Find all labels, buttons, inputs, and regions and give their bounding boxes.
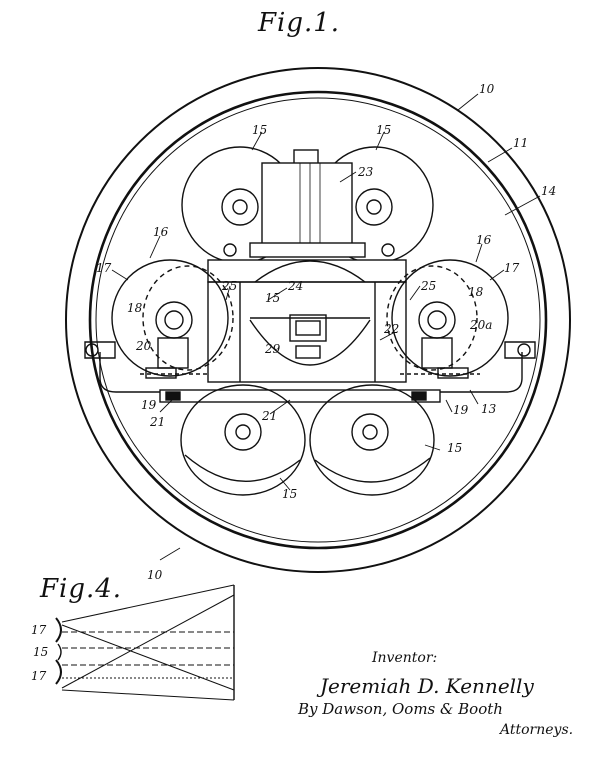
fig1-title: Fig.1. bbox=[258, 8, 340, 38]
label-22: 22 bbox=[383, 322, 399, 336]
label-24: 24 bbox=[287, 279, 303, 293]
label-15-e: 15 bbox=[282, 487, 297, 501]
label-17-left: 17 bbox=[96, 261, 112, 275]
label-18-right: 18 bbox=[468, 285, 484, 299]
fig4-label-17-top: 17 bbox=[31, 623, 47, 637]
label-15-c: 15 bbox=[265, 291, 280, 305]
label-13: 13 bbox=[481, 402, 497, 416]
label-20: 20 bbox=[135, 339, 152, 353]
label-29: 29 bbox=[264, 342, 281, 356]
label-21-mid: 21 bbox=[261, 409, 277, 423]
label-21-left: 21 bbox=[149, 415, 165, 429]
label-25-right: 25 bbox=[420, 279, 436, 293]
label-15-b: 15 bbox=[376, 123, 391, 137]
fig4-title: Fig.4. bbox=[40, 574, 122, 604]
attorneys-label: Attorneys. bbox=[500, 722, 573, 738]
fig4-label-15: 15 bbox=[33, 645, 48, 659]
label-25-left: 25 bbox=[221, 279, 237, 293]
label-23: 23 bbox=[357, 165, 374, 179]
label-19-right: 19 bbox=[453, 403, 469, 417]
label-19-left: 19 bbox=[141, 398, 157, 412]
central-frame bbox=[208, 260, 406, 382]
label-15-a: 15 bbox=[252, 123, 267, 137]
inventor-name: Jeremiah D. Kennelly bbox=[320, 674, 534, 698]
label-15-d: 15 bbox=[447, 441, 462, 455]
attorneys-names: By Dawson, Ooms & Booth bbox=[298, 700, 503, 718]
label-14: 14 bbox=[541, 184, 556, 198]
inventor-label: Inventor: bbox=[372, 650, 437, 666]
label-10-bottom: 10 bbox=[147, 568, 163, 582]
label-16-right: 16 bbox=[476, 233, 492, 247]
label-16-left: 16 bbox=[153, 225, 169, 239]
label-20a: 20a bbox=[469, 318, 492, 332]
fig4-label-17-bottom: 17 bbox=[31, 669, 47, 683]
outer-housing-ring bbox=[66, 68, 570, 572]
label-10-top: 10 bbox=[479, 82, 495, 96]
label-18-left: 18 bbox=[127, 301, 143, 315]
label-17-right: 17 bbox=[504, 261, 520, 275]
label-11: 11 bbox=[513, 136, 528, 150]
